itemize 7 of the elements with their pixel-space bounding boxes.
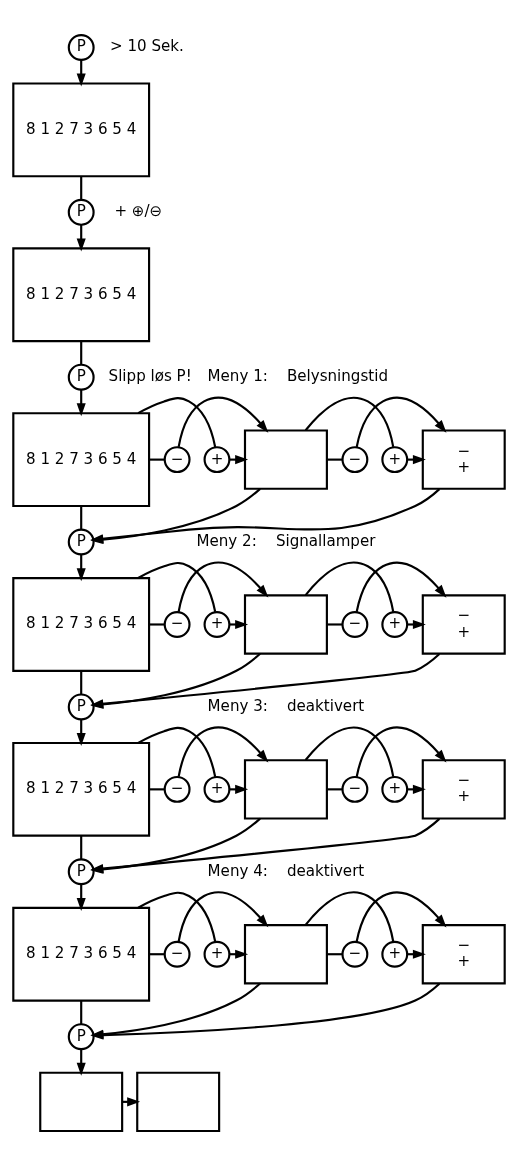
node-label: + ⊕/⊖ [113, 201, 162, 220]
node-label: Slipp løs P! [108, 366, 192, 385]
node-label: > 10 Sek. [109, 36, 184, 55]
node-label: Meny 1: Belysningstid [207, 366, 388, 385]
node-label: Meny 4: deaktivert [207, 861, 364, 880]
node-label: Meny 2: Signallamper [195, 531, 375, 550]
node-label: Meny 3: deaktivert [207, 696, 364, 715]
